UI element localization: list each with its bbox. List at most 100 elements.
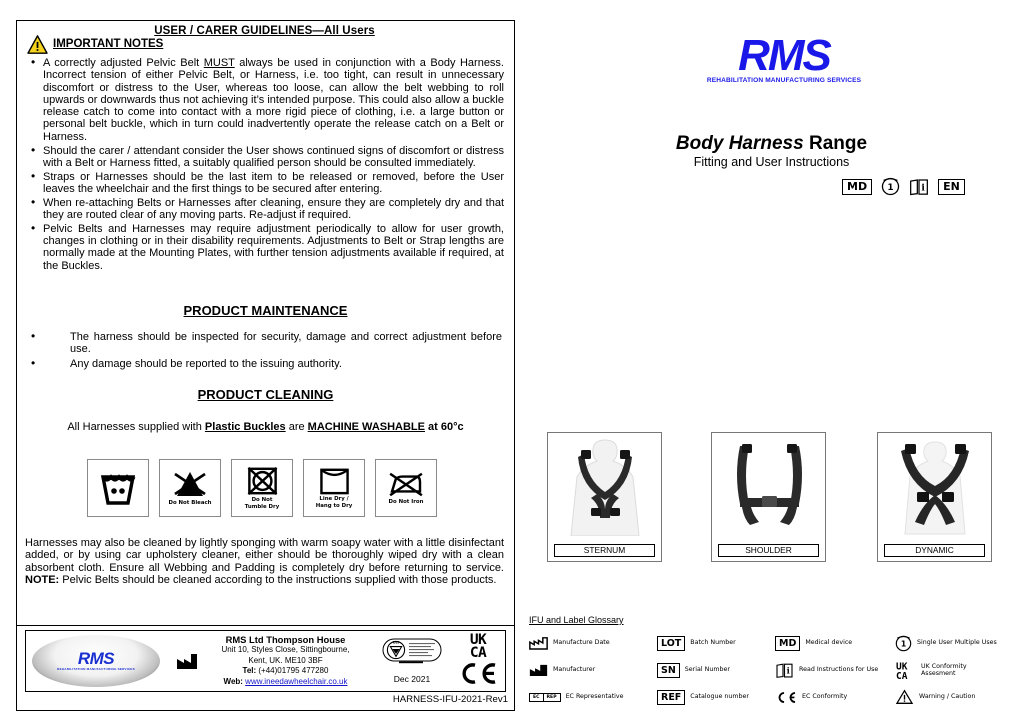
document-title-regular: Range <box>803 133 868 154</box>
manufacture-date-icon <box>529 636 548 650</box>
cleaning-paragraph: Harnesses may also be cleaned by lightly… <box>25 537 504 587</box>
cleaning-subtitle-p1: All Harnesses supplied with <box>67 421 205 433</box>
product-images-row: STERNUM SHOULDER <box>539 432 1004 564</box>
list-item: Straps or Harnesses should be the last i… <box>31 170 504 196</box>
list-item: Any damage should be reported to the iss… <box>31 357 502 370</box>
single-user-multiple-uses-icon: 1 <box>895 635 912 652</box>
wash-tub-60-icon <box>100 474 136 505</box>
web-label: Web: <box>223 676 243 686</box>
glossary-label: Batch Number <box>690 639 736 647</box>
right-page-panel: RMS REHABILITATION MANUFACTURING SERVICE… <box>519 0 1024 724</box>
company-telephone: Tel: (+44)01795 477280 <box>200 666 371 676</box>
glossary-title: IFU and Label Glossary <box>529 615 624 625</box>
sn-icon: SN <box>657 662 680 678</box>
website-link[interactable]: www.ineedawheelchair.co.uk <box>245 676 348 686</box>
md-badge: MD <box>842 178 873 195</box>
product-caption: DYNAMIC <box>884 544 985 557</box>
lot-icon: LOT <box>657 635 686 651</box>
care-symbol-label: Line Dry /Hang to Dry <box>315 496 353 509</box>
do-not-bleach-icon <box>174 472 206 497</box>
ce-mark-icon <box>462 663 496 684</box>
ref-icon: REF <box>657 689 686 705</box>
do-not-tumble-dry-icon <box>247 467 277 496</box>
issue-date: Dec 2021 <box>393 674 431 684</box>
glossary-item-sn: SN Serial Number <box>657 660 775 680</box>
svg-text:1: 1 <box>901 639 906 648</box>
glossary-item-manufacturer: Manufacturer <box>529 660 657 680</box>
care-symbol-label: Do Not Iron <box>388 499 424 506</box>
list-item: Pelvic Belts and Harnesses may require a… <box>31 222 504 272</box>
glossary-item-ref: REF Catalogue number <box>657 687 775 707</box>
tel-label: Tel: <box>242 666 257 676</box>
en-language-badge: EN <box>938 178 965 195</box>
company-address-line2: Unit 10, Styles Close, Sittingbourne, <box>221 645 350 655</box>
factory-icon <box>177 654 197 669</box>
cleaning-paragraph-p1: Harnesses may also be cleaned by lightly… <box>25 537 504 574</box>
rms-logo-subtext: REHABILITATION MANUFACTURING SERVICES <box>57 667 135 671</box>
manufacturer-icon <box>529 663 548 677</box>
glossary-label: Catalogue number <box>690 693 749 701</box>
glossary-item-manufacture-date: Manufacture Date <box>529 633 657 653</box>
do-not-iron-icon <box>389 473 423 497</box>
glossary-item-warning: Warning / Caution <box>895 687 1019 707</box>
footer-section: RMS REHABILITATION MANUFACTURING SERVICE… <box>17 625 514 711</box>
revision-code: HARNESS-IFU-2021-Rev1 <box>392 694 508 705</box>
notes-list: A correctly adjusted Pelvic Belt MUST al… <box>23 56 506 272</box>
plastic-buckles-text: Plastic Buckles <box>204 421 286 433</box>
svg-text:i: i <box>922 182 926 193</box>
rms-logo-text: RMS <box>77 649 115 668</box>
product-card-dynamic: DYNAMIC <box>877 432 992 562</box>
guidelines-header: USER / CARER GUIDELINES—All Users IMPORT… <box>23 25 506 57</box>
rms-logo-footer: RMS REHABILITATION MANUFACTURING SERVICE… <box>32 635 160 687</box>
company-website: Web: www.ineedawheelchair.co.uk <box>200 677 371 687</box>
sternum-harness-photo <box>551 436 658 536</box>
care-symbol-wash <box>87 459 149 517</box>
list-item: The harness should be inspected for secu… <box>31 330 502 356</box>
glossary-column-3: MD Medical device i Read Instructions fo… <box>775 633 895 707</box>
glossary-label: Read Instructions for Use <box>799 666 879 674</box>
symbol-badges-row: MD 1 i EN <box>842 177 965 196</box>
svg-text:bsi: bsi <box>393 641 399 645</box>
glossary-label: Single User Multiple Uses <box>917 639 997 647</box>
certification-column: bsi Dec 2021 <box>373 638 451 684</box>
maintenance-heading: PRODUCT MAINTENANCE <box>183 303 348 318</box>
conformity-marks: UK CA <box>451 632 505 688</box>
glossary-label: Serial Number <box>684 666 730 674</box>
cleaning-heading: PRODUCT CLEANING <box>197 387 334 402</box>
glossary-label: EC Representative <box>565 693 624 701</box>
maintenance-list: The harness should be inspected for secu… <box>25 330 504 372</box>
product-card-sternum: STERNUM <box>547 432 662 562</box>
cleaning-subtitle: All Harnesses supplied with Plastic Buck… <box>17 421 514 433</box>
shoulder-harness-photo <box>715 436 822 536</box>
glossary-column-2: LOT Batch Number SN Serial Number REF Ca… <box>657 633 775 707</box>
left-page-panel: USER / CARER GUIDELINES—All Users IMPORT… <box>16 20 515 711</box>
company-name: RMS Ltd Thompson House <box>225 633 346 645</box>
dynamic-harness-photo <box>881 436 988 536</box>
document-subtitle: Fitting and User Instructions <box>693 155 850 169</box>
guidelines-section: USER / CARER GUIDELINES—All Users IMPORT… <box>17 21 514 621</box>
care-symbol-linedry: Line Dry /Hang to Dry <box>303 459 365 517</box>
document-title: Body Harness Range <box>519 133 1024 155</box>
glossary-item-lot: LOT Batch Number <box>657 633 775 653</box>
company-address: RMS Ltd Thompson House Unit 10, Styles C… <box>198 633 373 687</box>
line-dry-icon <box>319 468 349 495</box>
ukca-mark-line1: UK <box>469 632 487 648</box>
rms-logo-text: RMS <box>738 31 832 80</box>
svg-text:1: 1 <box>888 183 894 193</box>
page-title: USER / CARER GUIDELINES—All Users <box>154 25 375 37</box>
product-caption: SHOULDER <box>718 544 819 557</box>
glossary-label: Manufacture Date <box>553 639 610 647</box>
product-caption: STERNUM <box>554 544 655 557</box>
glossary-item-single-user: 1 Single User Multiple Uses <box>895 633 1019 653</box>
company-address-line3: Kent, UK. ME10 3BF <box>248 655 323 665</box>
product-card-shoulder: SHOULDER <box>711 432 826 562</box>
svg-text:i: i <box>787 665 790 675</box>
glossary-label: Medical device <box>805 639 853 647</box>
